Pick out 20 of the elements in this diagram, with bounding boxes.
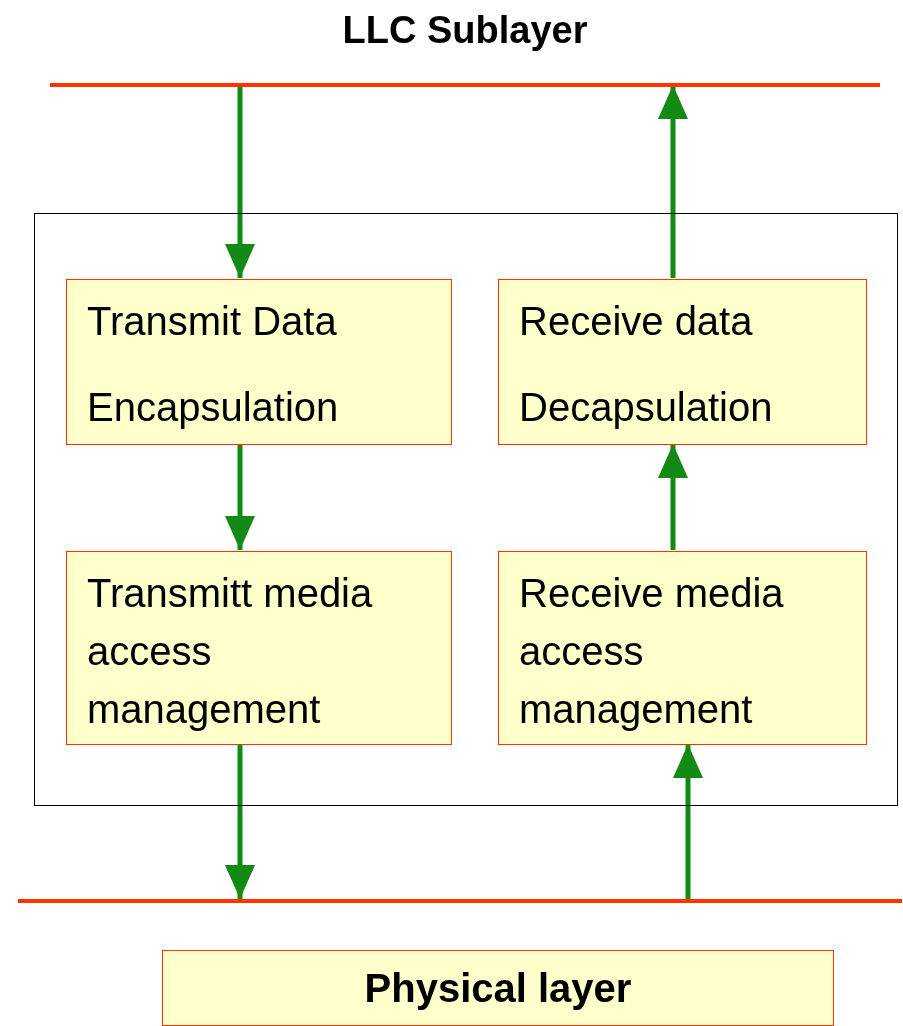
process-box: [498, 551, 867, 745]
arrow: [225, 85, 255, 278]
layer-label: Physical layer: [364, 965, 632, 1011]
box-label: Encapsulation: [87, 384, 339, 431]
layer-box: [162, 950, 834, 1026]
box-label: Receive data: [519, 298, 753, 345]
process-box: [66, 279, 452, 445]
arrow: [658, 444, 688, 550]
process-box: [498, 279, 867, 445]
box-label: Decapsulation: [519, 384, 773, 431]
group-box: [34, 213, 898, 806]
process-box: [66, 551, 452, 745]
layer-heading: LLC Sublayer: [341, 8, 589, 53]
arrow: [673, 744, 703, 899]
box-label: Transmitt media access management: [87, 570, 374, 733]
box-label: Transmit Data: [87, 298, 337, 345]
arrow: [225, 744, 255, 899]
arrow: [658, 85, 688, 278]
box-label: Receive media access management: [519, 570, 785, 733]
arrow: [225, 444, 255, 550]
